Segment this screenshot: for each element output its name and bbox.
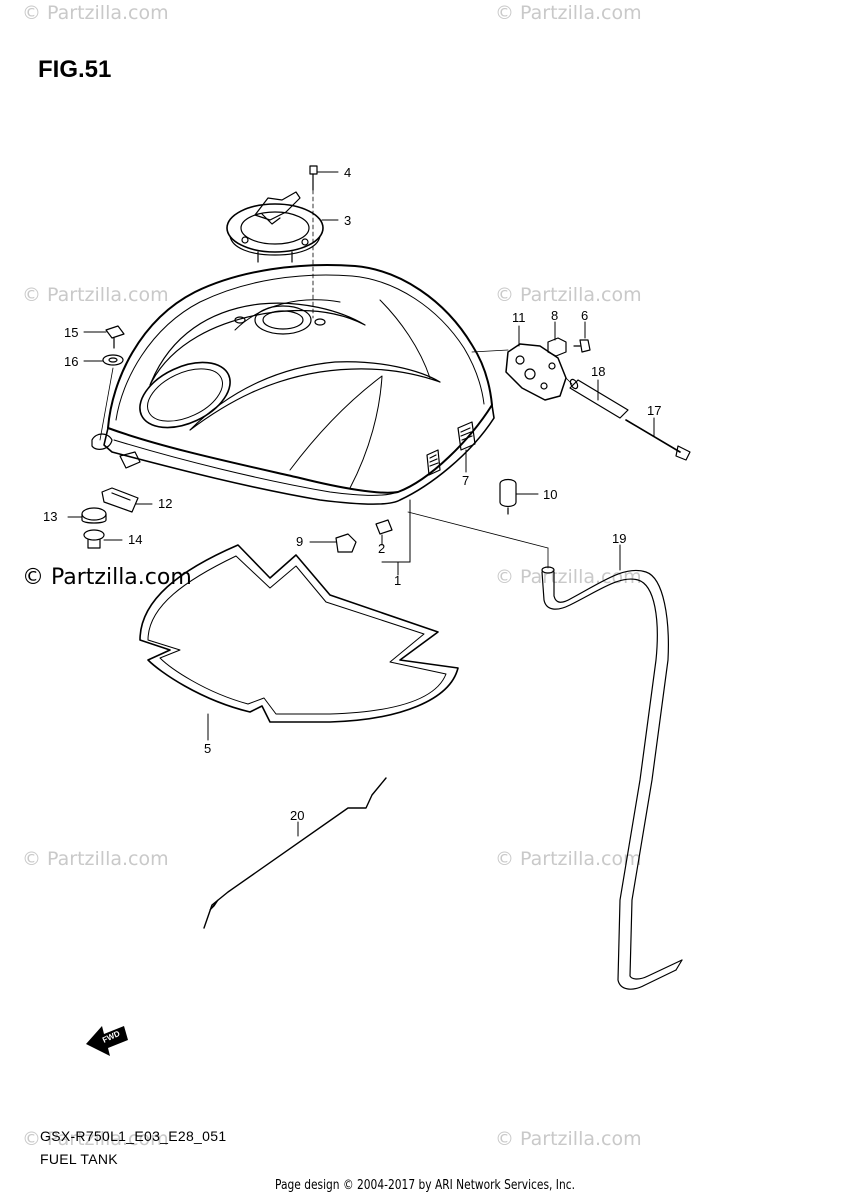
callout-18[interactable]: 18 [591,364,606,379]
watermark: © Partzilla.com [495,2,642,24]
callout-13[interactable]: 13 [43,509,58,524]
watermark: © Partzilla.com [22,2,169,24]
footer-copyright: Page design © 2004-2017 by ARI Network S… [275,1178,575,1193]
watermark: © Partzilla.com [495,284,642,306]
collar-13[interactable] [81,507,107,524]
bolt-15[interactable] [105,325,125,349]
rod-20[interactable] [203,777,387,929]
watermark: © Partzilla.com [495,566,642,588]
watermark: © Partzilla.com [22,284,169,306]
callout-11[interactable]: 11 [512,310,526,325]
spacer-18[interactable] [569,378,629,419]
callout-14[interactable]: 14 [128,532,143,547]
callout-7[interactable]: 7 [462,473,470,488]
leader-lines [67,171,655,837]
callout-5[interactable]: 5 [204,741,212,756]
watermark: © Partzilla.com [495,848,642,870]
callout-8[interactable]: 8 [551,308,559,323]
watermark: © Partzilla.com [495,1128,642,1150]
fwd-arrow-icon: FWD [86,1026,128,1056]
callout-2[interactable]: 2 [378,541,386,556]
bracket-11[interactable] [505,343,567,401]
callout-19[interactable]: 19 [612,531,627,546]
figure-title: FIG.51 [38,56,112,83]
watermark: © Partzilla.com [22,1128,169,1150]
callout-16[interactable]: 16 [64,354,79,369]
model-code: GSX-R750L1_E03_E28_051 [40,1128,227,1144]
callout-1[interactable]: 1 [394,573,402,588]
bolt-4[interactable] [309,165,318,191]
cushion-2[interactable] [375,519,393,535]
callout-20[interactable]: 20 [290,808,305,823]
callout-4[interactable]: 4 [344,165,352,180]
callout-17[interactable]: 17 [647,403,662,418]
callout-3[interactable]: 3 [344,213,352,228]
fuel-tank[interactable] [91,264,495,505]
fuel-cap[interactable] [226,191,324,263]
watermark: © Partzilla.com [22,848,169,870]
watermark-main: © Partzilla.com [22,565,192,590]
bolt-17[interactable] [625,419,691,461]
washer-16[interactable] [102,354,124,366]
cushion-8[interactable] [547,337,567,357]
hose-19[interactable] [541,566,683,990]
callout-10[interactable]: 10 [543,487,558,502]
bracket-12[interactable] [101,487,139,513]
callout-9[interactable]: 9 [296,534,304,549]
callout-12[interactable]: 12 [158,496,173,511]
bolt-14[interactable] [83,529,105,549]
figure-name: FUEL TANK [40,1151,118,1167]
cushion-9[interactable] [335,533,357,553]
bolt-6[interactable] [573,339,591,353]
cushion-10[interactable] [499,478,517,515]
callout-6[interactable]: 6 [581,308,589,323]
callout-15[interactable]: 15 [64,325,79,340]
seal-5[interactable] [139,544,459,723]
